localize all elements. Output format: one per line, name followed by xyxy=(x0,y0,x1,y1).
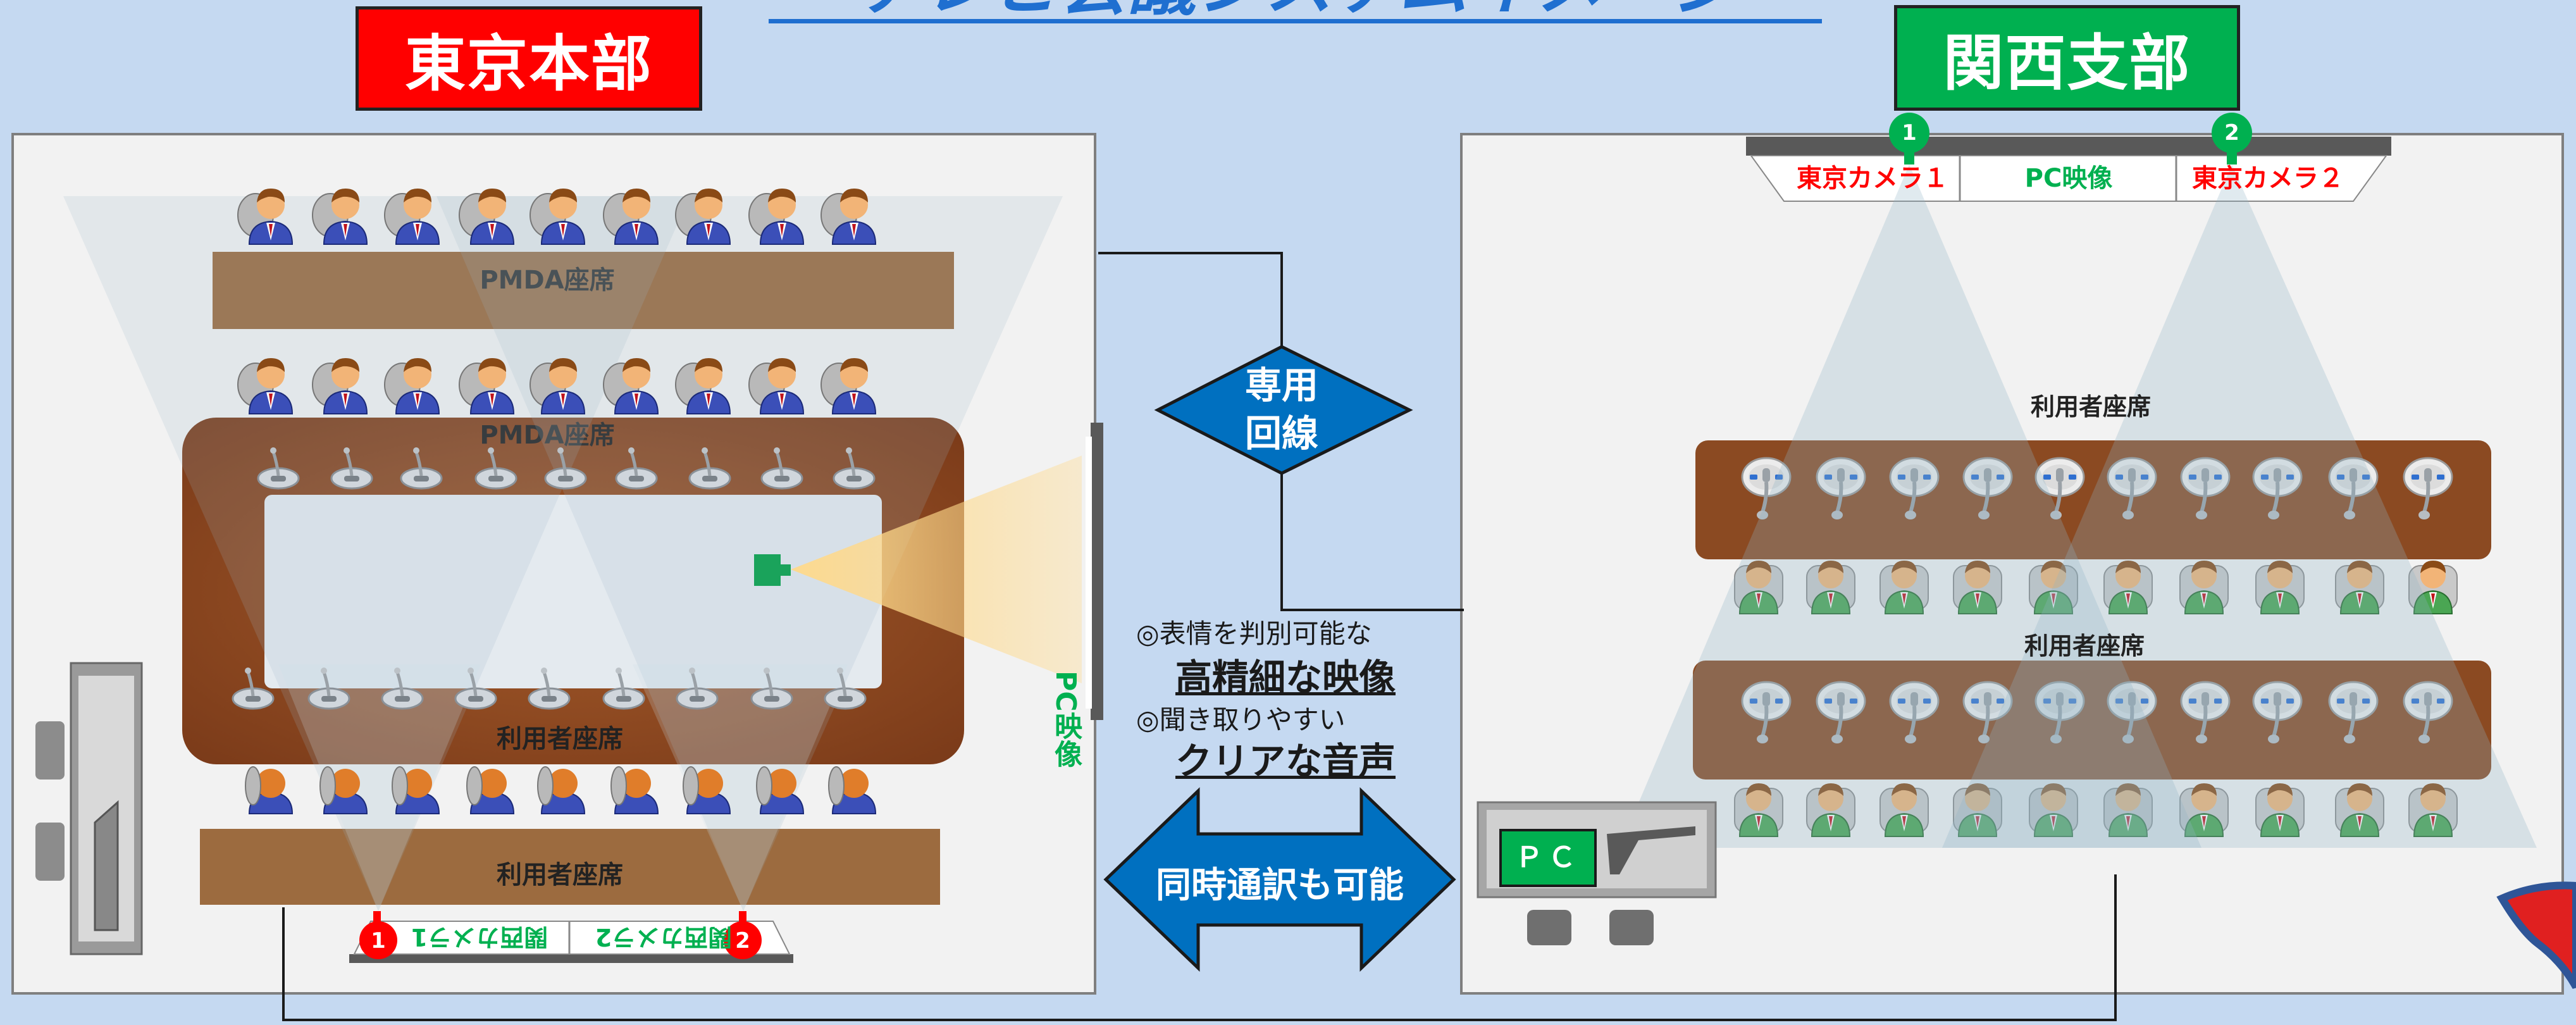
interpretation-double-arrow xyxy=(1103,787,1456,972)
kansai-seat-label1: 利用者座席 xyxy=(2030,393,2151,421)
tokyo-badge: 東京本部 xyxy=(356,6,702,111)
pmda-table-second-label: PMDA座席 xyxy=(480,421,615,450)
dedicated-line-diamond xyxy=(1154,345,1413,475)
tokyo-pc-screen-label: PC映像 xyxy=(1050,671,1082,767)
tokyo-tv-icon xyxy=(35,662,143,955)
user-table-bottom-label: 利用者座席 xyxy=(497,860,623,890)
title-underline xyxy=(769,19,1822,23)
corner-arc-shape xyxy=(2496,881,2576,989)
tokyo-screen xyxy=(1091,423,1103,720)
kansai-pc-box-label: ＰＣ xyxy=(1515,842,1581,874)
kansai-pc-label: PC映像 xyxy=(2024,164,2113,193)
feature1-main: 高精細な映像 xyxy=(1175,656,1396,699)
interpretation-label: 同時通訳も可能 xyxy=(1156,865,1404,906)
feature2-prefix: ◎聞き取りやすい xyxy=(1136,704,1346,735)
pmda-table-top xyxy=(213,252,954,329)
tokyo-camera-bar xyxy=(349,911,793,963)
kansai-camera1-cone xyxy=(1619,165,2201,848)
connection-lines xyxy=(282,252,2117,1021)
kansai-badge: 関西支部 xyxy=(1894,5,2240,111)
kansai-pc-desk xyxy=(1477,801,1717,945)
table-inner-area xyxy=(264,495,882,688)
diagram-title: テレビ会議システムイメージ xyxy=(765,0,1828,23)
dedicated-line-label2: 回線 xyxy=(1244,412,1318,455)
dedicated-line-label1: 専用 xyxy=(1244,364,1318,407)
tokyo-camera2-number: 2 xyxy=(735,928,750,954)
kansai-camera-bar xyxy=(1746,113,2391,202)
tokyo-camera1-number: 1 xyxy=(371,928,386,954)
projector-icon xyxy=(754,554,781,586)
tokyo-camera2-cone xyxy=(437,196,1063,911)
user-table-bottom xyxy=(200,829,940,905)
feature2-main: クリアな音声 xyxy=(1175,740,1396,783)
feature1-prefix: ◎表情を判別可能な xyxy=(1136,618,1372,649)
kansai-seat-label2: 利用者座席 xyxy=(2024,632,2145,660)
kansai-camera1-label: 東京カメラ１ xyxy=(1797,164,1948,193)
kansai-camera2-number: 2 xyxy=(2224,120,2239,146)
pmda-table-top-label: PMDA座席 xyxy=(480,266,615,295)
user-table-mid-label: 利用者座席 xyxy=(497,724,623,754)
projector-beam xyxy=(791,456,1082,683)
kansai-camera2-label: 東京カメラ２ xyxy=(2192,164,2344,193)
kansai-camera1-number: 1 xyxy=(1902,120,1917,146)
kansai-camera2-cone xyxy=(1942,165,2537,848)
